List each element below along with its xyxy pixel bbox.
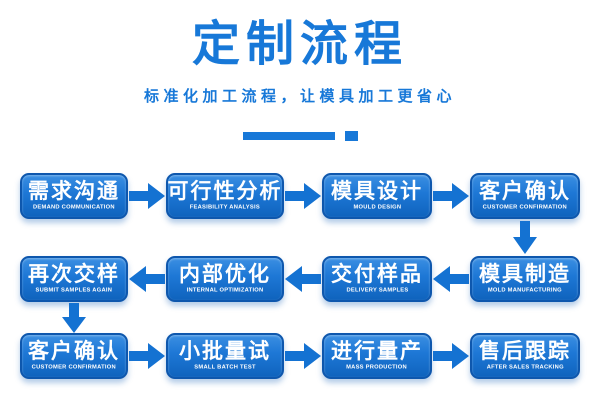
step-label-en: SUBMIT SAMPLES AGAIN	[35, 285, 113, 293]
step-label-en: INTERNAL OPTIMIZATION	[186, 285, 264, 293]
step-label-zh: 客户确认	[28, 339, 120, 363]
flow-step-feasibility-analysis: 可行性分析 FEASIBILITY ANALYSIS	[166, 173, 284, 219]
process-flowchart: 需求沟通 DEMAND COMMUNICATION 可行性分析 FEASIBIL…	[20, 173, 580, 379]
step-label-zh: 进行量产	[331, 339, 423, 363]
flow-step-delivery-samples: 交付样品 DELIVERY SAMPLES	[322, 256, 432, 302]
page-subtitle: 标准化加工流程，让模具加工更省心	[143, 88, 456, 105]
arrow-right-icon	[128, 333, 166, 379]
step-label-en: AFTER SALES TRACKING	[486, 362, 564, 370]
arrow-right-icon	[284, 333, 322, 379]
flow-step-after-sales-tracking: 售后跟踪 AFTER SALES TRACKING	[470, 333, 580, 379]
flow-step-customer-confirmation-1: 客户确认 CUSTOMER CONFIRMATION	[470, 173, 580, 219]
flow-step-internal-optimization: 内部优化 INTERNAL OPTIMIZATION	[166, 256, 284, 302]
arrow-right-icon	[284, 173, 322, 219]
step-label-en: MOULD DESIGN	[353, 202, 401, 210]
flow-step-mould-design: 模具设计 MOULD DESIGN	[322, 173, 432, 219]
page-title: 定制流程	[191, 18, 408, 71]
arrow-left-icon	[432, 256, 470, 302]
flow-step-mass-production: 进行量产 MASS PRODUCTION	[322, 333, 432, 379]
step-label-zh: 售后跟踪	[479, 339, 571, 363]
decoration-square	[344, 131, 358, 141]
flow-step-submit-samples-again: 再次交样 SUBMIT SAMPLES AGAIN	[20, 256, 128, 302]
step-label-en: DEMAND COMMUNICATION	[33, 202, 115, 210]
arrow-down-icon	[470, 219, 580, 256]
arrow-down-icon	[20, 302, 128, 333]
flow-step-customer-confirmation-2: 客户确认 CUSTOMER CONFIRMATION	[20, 333, 128, 379]
step-label-zh: 可行性分析	[167, 179, 283, 203]
step-label-en: DELIVERY SAMPLES	[345, 285, 409, 293]
step-label-zh: 再次交样	[28, 262, 120, 286]
arrow-left-icon	[284, 256, 322, 302]
step-label-en: SMALL BATCH TEST	[194, 362, 256, 370]
arrow-left-icon	[128, 256, 166, 302]
arrow-right-icon	[128, 173, 166, 219]
step-label-zh: 交付样品	[331, 262, 423, 286]
decoration-bar	[242, 132, 335, 140]
step-label-zh: 模具设计	[331, 179, 423, 203]
step-label-zh: 小批量试	[179, 339, 271, 363]
step-label-en: MOLD MANUFACTURING	[487, 285, 563, 293]
step-label-zh: 模具制造	[479, 262, 571, 286]
flow-step-small-batch-test: 小批量试 SMALL BATCH TEST	[166, 333, 284, 379]
arrow-right-icon	[432, 333, 470, 379]
flow-step-demand-communication: 需求沟通 DEMAND COMMUNICATION	[20, 173, 128, 219]
step-label-zh: 客户确认	[479, 179, 571, 203]
step-label-zh: 内部优化	[179, 262, 271, 286]
step-label-en: MASS PRODUCTION	[346, 362, 408, 370]
flow-step-mold-manufacturing: 模具制造 MOLD MANUFACTURING	[470, 256, 580, 302]
title-underline-decoration	[0, 131, 600, 141]
custom-process-infographic: 定制流程 标准化加工流程，让模具加工更省心 需求沟通 DEMAND COMMUN…	[0, 16, 600, 417]
step-label-en: CUSTOMER CONFIRMATION	[31, 362, 117, 370]
arrow-right-icon	[432, 173, 470, 219]
step-label-zh: 需求沟通	[28, 179, 120, 203]
step-label-en: FEASIBILITY ANALYSIS	[189, 202, 261, 210]
step-label-en: CUSTOMER CONFIRMATION	[482, 202, 568, 210]
